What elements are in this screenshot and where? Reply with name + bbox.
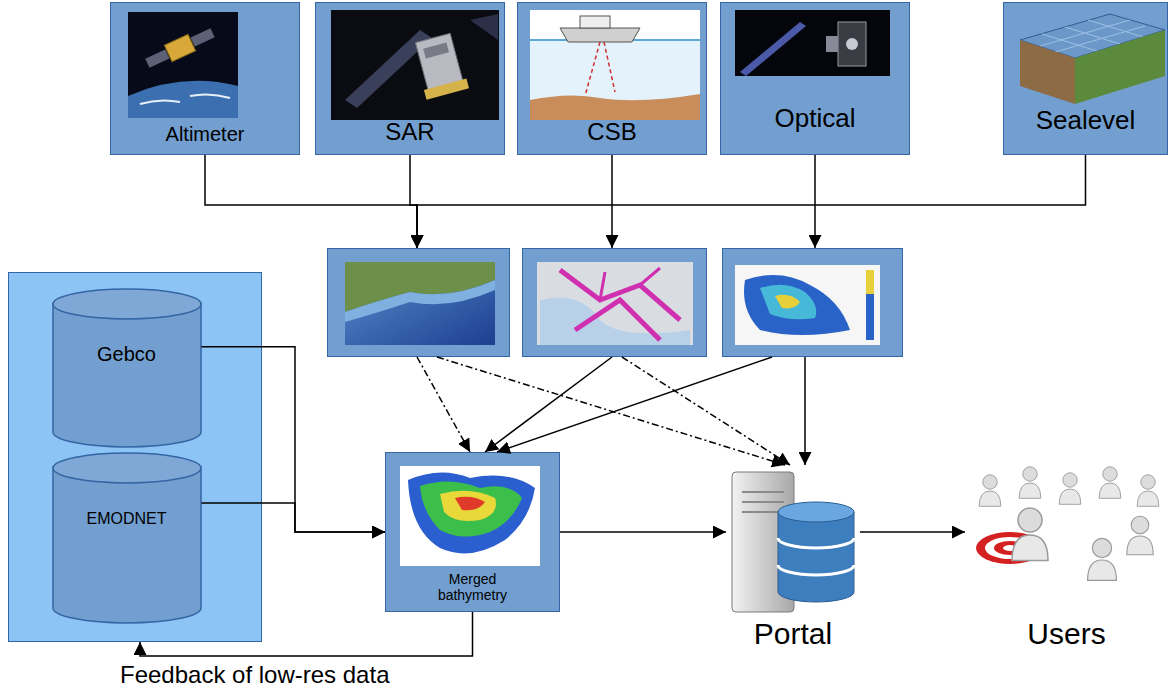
product-box — [327, 248, 510, 357]
product-box — [722, 248, 903, 357]
node-label: CSB — [587, 118, 636, 146]
node-label: Users — [1027, 617, 1105, 652]
optical-picture — [735, 10, 890, 76]
connector-arrow — [622, 357, 790, 465]
csb-track-map — [537, 262, 693, 345]
portal-server: Portal — [726, 465, 860, 655]
edge-label: Feedback of low-res data — [118, 661, 391, 689]
node-label: Portal — [754, 617, 832, 652]
cylinder-top — [53, 289, 201, 319]
connector-arrow — [611, 155, 613, 248]
database-panel: GebcoEMODNET — [8, 272, 262, 642]
connector-arrow — [560, 531, 726, 533]
user-group: Users — [965, 460, 1168, 655]
merged-bathymetry-map — [400, 466, 540, 566]
node-label: Optical — [775, 104, 856, 134]
server-picture — [732, 472, 854, 612]
cylinder-top — [53, 453, 201, 483]
csb-picture — [530, 10, 700, 120]
connector-arrow — [497, 357, 772, 452]
merged-box: Merged bathymetry — [385, 452, 560, 612]
database-cylinder: Gebco — [52, 288, 202, 448]
connector-arrow — [860, 531, 965, 533]
altimeter-picture — [128, 12, 238, 118]
satellite-bathymetry-map — [345, 262, 495, 345]
product-box — [522, 248, 707, 357]
node-label: Merged bathymetry — [423, 571, 523, 603]
connector-arrow — [202, 503, 386, 532]
source-box: CSB — [517, 2, 707, 155]
users-picture — [976, 467, 1159, 581]
cylinder-body — [53, 467, 201, 623]
connector-arrow — [814, 155, 816, 248]
sealevel-picture — [1020, 14, 1165, 104]
connector-arrow — [140, 612, 473, 656]
node-label: Sealevel — [1036, 106, 1136, 136]
cylinder-outline — [52, 452, 202, 624]
connector-arrow — [417, 357, 470, 452]
connector-arrow — [410, 155, 417, 248]
node-label: Gebco — [97, 343, 156, 366]
database-cylinder: EMODNET — [52, 452, 202, 624]
connector-arrow — [202, 347, 386, 532]
connector-arrow — [485, 357, 612, 452]
cylinder-outline — [52, 288, 202, 448]
connector-arrow — [437, 357, 785, 465]
cylinder-body — [53, 303, 201, 447]
connector-arrow — [417, 155, 1086, 248]
node-label: EMODNET — [87, 510, 167, 528]
source-box: Sealevel — [1003, 2, 1168, 155]
node-label: Altimeter — [166, 123, 245, 146]
sar-picture — [331, 10, 499, 120]
source-box: SAR — [315, 2, 505, 155]
source-box: Optical — [720, 2, 910, 155]
connector-arrow — [205, 155, 417, 248]
connector-arrow — [804, 357, 806, 465]
optical-bathymetry-map — [735, 265, 880, 345]
source-box: Altimeter — [110, 2, 300, 155]
node-label: SAR — [385, 118, 434, 146]
